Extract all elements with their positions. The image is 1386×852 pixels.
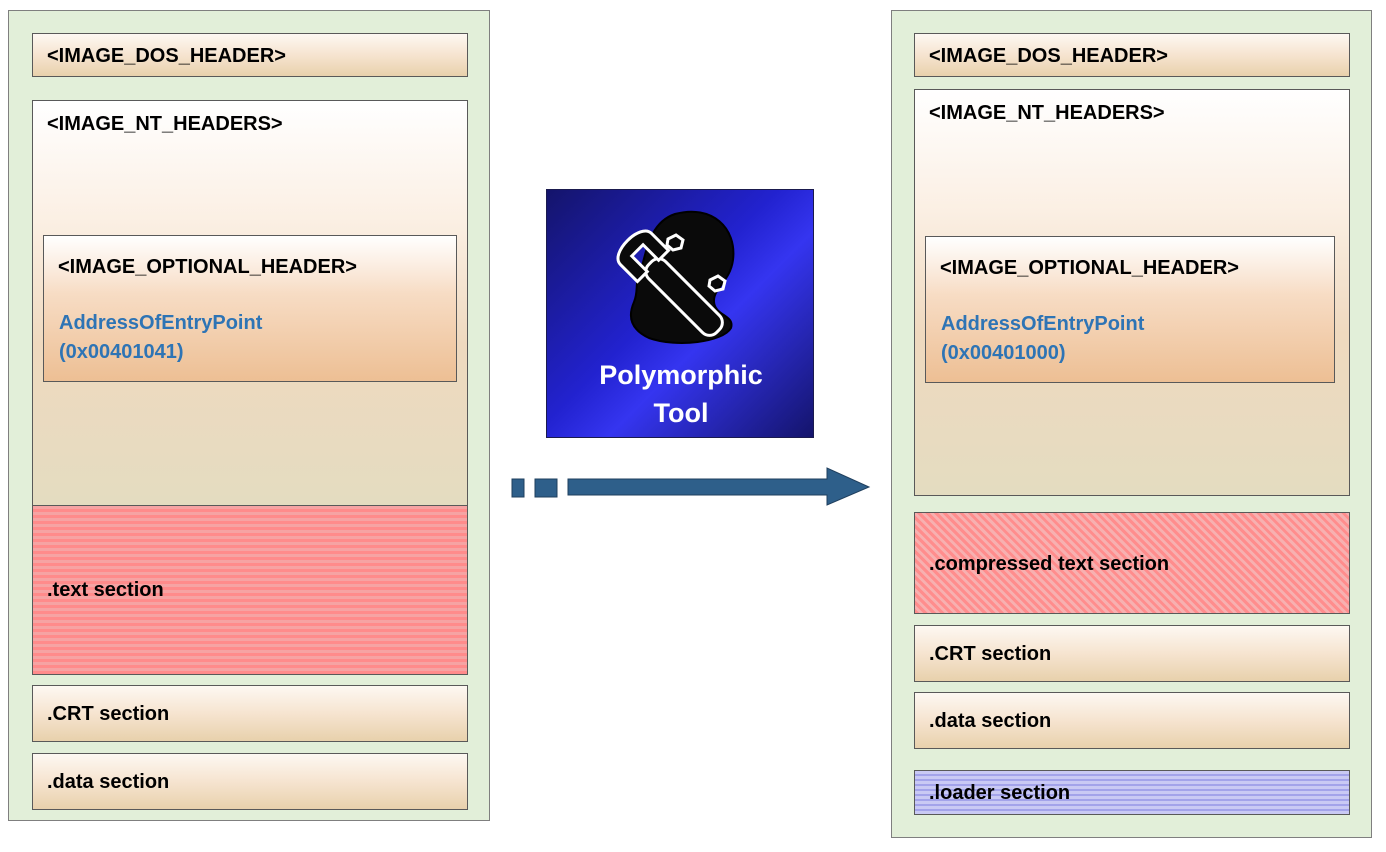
arrow-dash-medium (534, 478, 558, 498)
right-compressed-text-section: .compressed text section (914, 512, 1350, 614)
right-compressed-text-section-label: .compressed text section (929, 553, 1170, 575)
left-text-section: .text section (32, 505, 468, 675)
left-optional-header-box: <IMAGE_OPTIONAL_HEADER> AddressOfEntryPo… (43, 235, 457, 382)
left-optional-header-label: <IMAGE_OPTIONAL_HEADER> (58, 256, 357, 278)
left-entry-point-label: AddressOfEntryPoint (59, 312, 263, 334)
right-optional-header-label: <IMAGE_OPTIONAL_HEADER> (940, 257, 1239, 279)
left-nt-headers-box: <IMAGE_NT_HEADERS> <IMAGE_OPTIONAL_HEADE… (32, 100, 468, 506)
left-dos-header-label: <IMAGE_DOS_HEADER> (47, 45, 286, 67)
left-data-section-label: .data section (47, 771, 170, 793)
tool-label-line1: Polymorphic (599, 360, 763, 390)
polymorphic-tool-box: Polymorphic Tool (546, 189, 814, 438)
right-dos-header-box: <IMAGE_DOS_HEADER> (914, 33, 1350, 77)
right-nt-headers-label: <IMAGE_NT_HEADERS> (929, 102, 1165, 124)
polymorphic-tool-label: Polymorphic Tool (547, 356, 815, 432)
right-dos-header-label: <IMAGE_DOS_HEADER> (929, 45, 1168, 67)
right-crt-section: .CRT section (914, 625, 1350, 682)
right-data-section: .data section (914, 692, 1350, 749)
left-crt-section: .CRT section (32, 685, 468, 742)
right-nt-headers-box: <IMAGE_NT_HEADERS> <IMAGE_OPTIONAL_HEADE… (914, 89, 1350, 496)
left-dos-header-box: <IMAGE_DOS_HEADER> (32, 33, 468, 77)
left-entry-point-value: (0x00401041) (59, 341, 184, 363)
palette-wrench-icon (616, 210, 735, 344)
right-entry-point-value: (0x00401000) (941, 342, 1066, 364)
transform-arrow (511, 467, 871, 506)
arrow-dash-small (511, 478, 525, 498)
left-data-section: .data section (32, 753, 468, 810)
arrow-body (567, 467, 871, 506)
right-loader-section-label: .loader section (929, 782, 1071, 804)
tool-label-line2: Tool (653, 398, 709, 428)
left-crt-section-label: .CRT section (47, 703, 170, 725)
left-text-section-label: .text section (47, 579, 164, 601)
right-data-section-label: .data section (929, 710, 1052, 732)
right-entry-point-label: AddressOfEntryPoint (941, 313, 1145, 335)
right-loader-section: .loader section (914, 770, 1350, 815)
right-crt-section-label: .CRT section (929, 643, 1052, 665)
right-optional-header-box: <IMAGE_OPTIONAL_HEADER> AddressOfEntryPo… (925, 236, 1335, 383)
left-nt-headers-label: <IMAGE_NT_HEADERS> (47, 113, 283, 135)
